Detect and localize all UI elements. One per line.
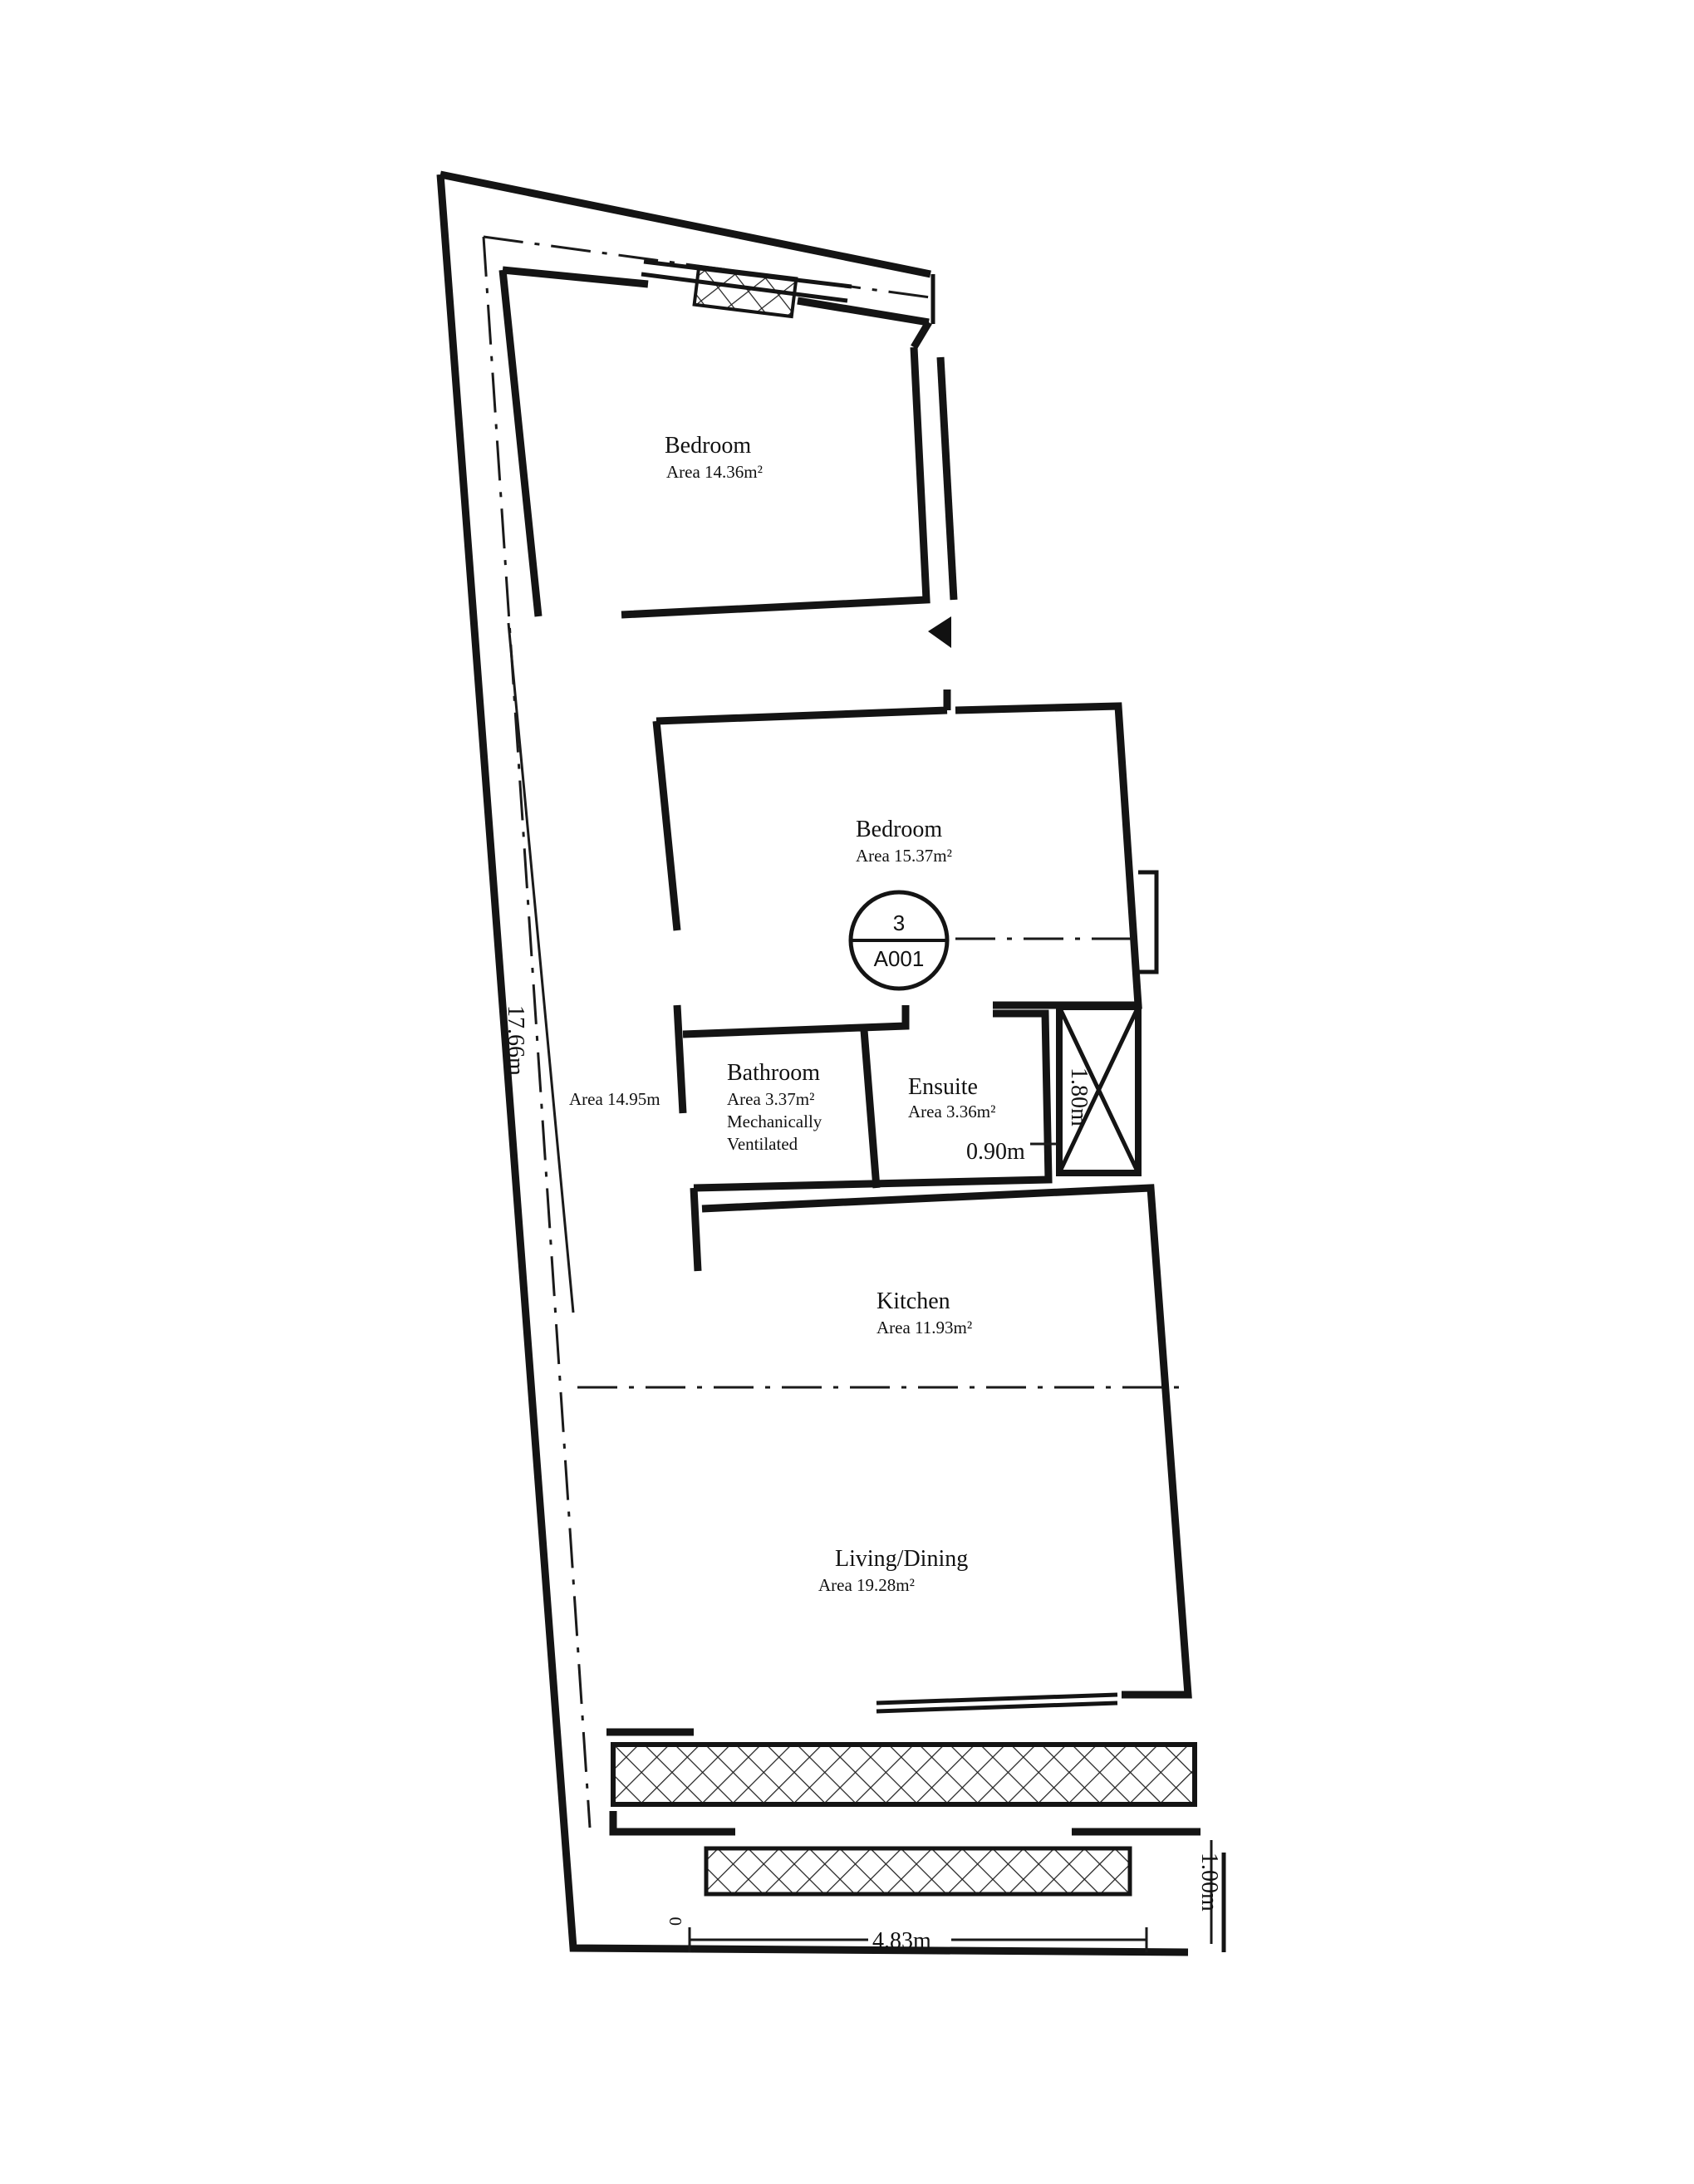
bath-ensuite-walls <box>673 1004 1053 1192</box>
bathroom-note-1: Mechanically <box>727 1112 822 1131</box>
living-dining-area: Area 19.28m² <box>818 1575 915 1595</box>
bedroom-2-area: Area 15.37m² <box>856 846 952 866</box>
ensuite-area: Area 3.36m² <box>908 1102 995 1121</box>
kitchen-name: Kitchen <box>876 1288 950 1314</box>
bedroom-2-name: Bedroom <box>856 817 942 842</box>
balcony-walls <box>609 1811 1201 1836</box>
bedroom-1-walls <box>498 266 932 619</box>
top-window-frame <box>641 259 852 303</box>
section-marker-sheet: A001 <box>874 946 925 971</box>
bedroom-1-area: Area 14.36m² <box>666 462 763 482</box>
living-dining-name: Living/Dining <box>835 1546 968 1572</box>
bathroom-note-2: Ventilated <box>727 1134 798 1154</box>
bedroom-2-walls <box>652 690 1142 1009</box>
site-boundary <box>436 170 1189 1956</box>
planter-hatch <box>704 1846 1132 1897</box>
entrance-arrow <box>928 616 951 648</box>
overall-dimension-line <box>507 622 575 1313</box>
corridor-area: Area 14.95m <box>569 1089 660 1109</box>
shaft-cross <box>1057 1005 1141 1175</box>
ensuite-name: Ensuite <box>908 1074 978 1100</box>
bathroom-name: Bathroom <box>727 1060 820 1086</box>
balcony-depth-label: 1.00m <box>1196 1853 1222 1912</box>
kitchen-area: Area 11.93m² <box>876 1318 972 1337</box>
bathroom-area: Area 3.37m² <box>727 1089 814 1109</box>
bedroom-1-wall-right <box>936 356 958 601</box>
kitchen-walls <box>606 1184 1192 1736</box>
section-marker-number: 3 <box>893 910 905 935</box>
overall-length-label: 17.66m <box>503 1005 528 1076</box>
bedroom-1-name: Bedroom <box>665 433 751 459</box>
service-shaft <box>1056 1004 1142 1176</box>
balcony-width-dimension-line <box>688 1927 1148 1952</box>
bedroom-2-window <box>1138 870 1159 974</box>
shaft-length-label: 1.80m <box>1066 1067 1092 1126</box>
balcony-width-label: 4.83m <box>872 1928 931 1954</box>
living-door <box>876 1692 1118 1714</box>
site-boundary-right <box>930 274 1226 1952</box>
balcony-hatch <box>611 1742 1197 1807</box>
shaft-width-label: 0.90m <box>966 1139 1025 1165</box>
zero-mark-label: 0 <box>665 1917 685 1926</box>
